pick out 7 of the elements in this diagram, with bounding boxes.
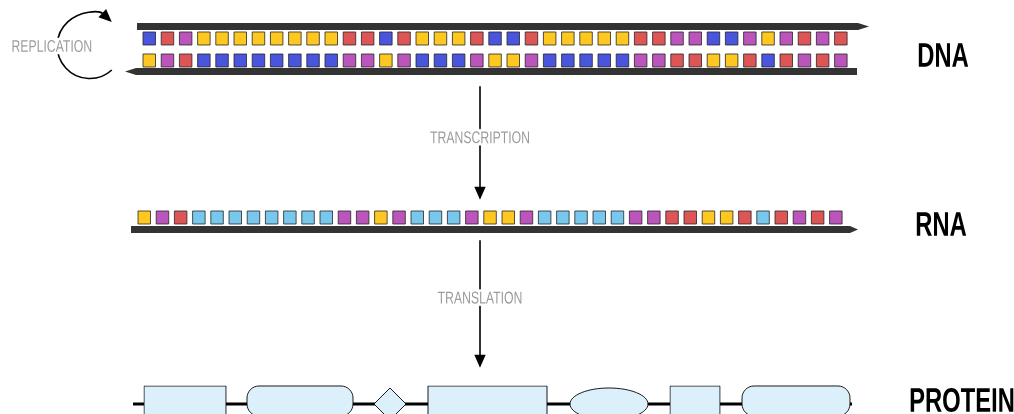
- strand-label: RNA: [916, 212, 967, 236]
- edge-label: REPLICATION: [9, 37, 95, 55]
- edge-label: TRANSLATION: [435, 289, 525, 306]
- strand-label: PROTEIN: [910, 387, 1014, 412]
- cycle-arrow: [56, 8, 113, 80]
- strand-label: DNA: [918, 43, 969, 67]
- edge-label: TRANSCRIPTION: [427, 129, 533, 146]
